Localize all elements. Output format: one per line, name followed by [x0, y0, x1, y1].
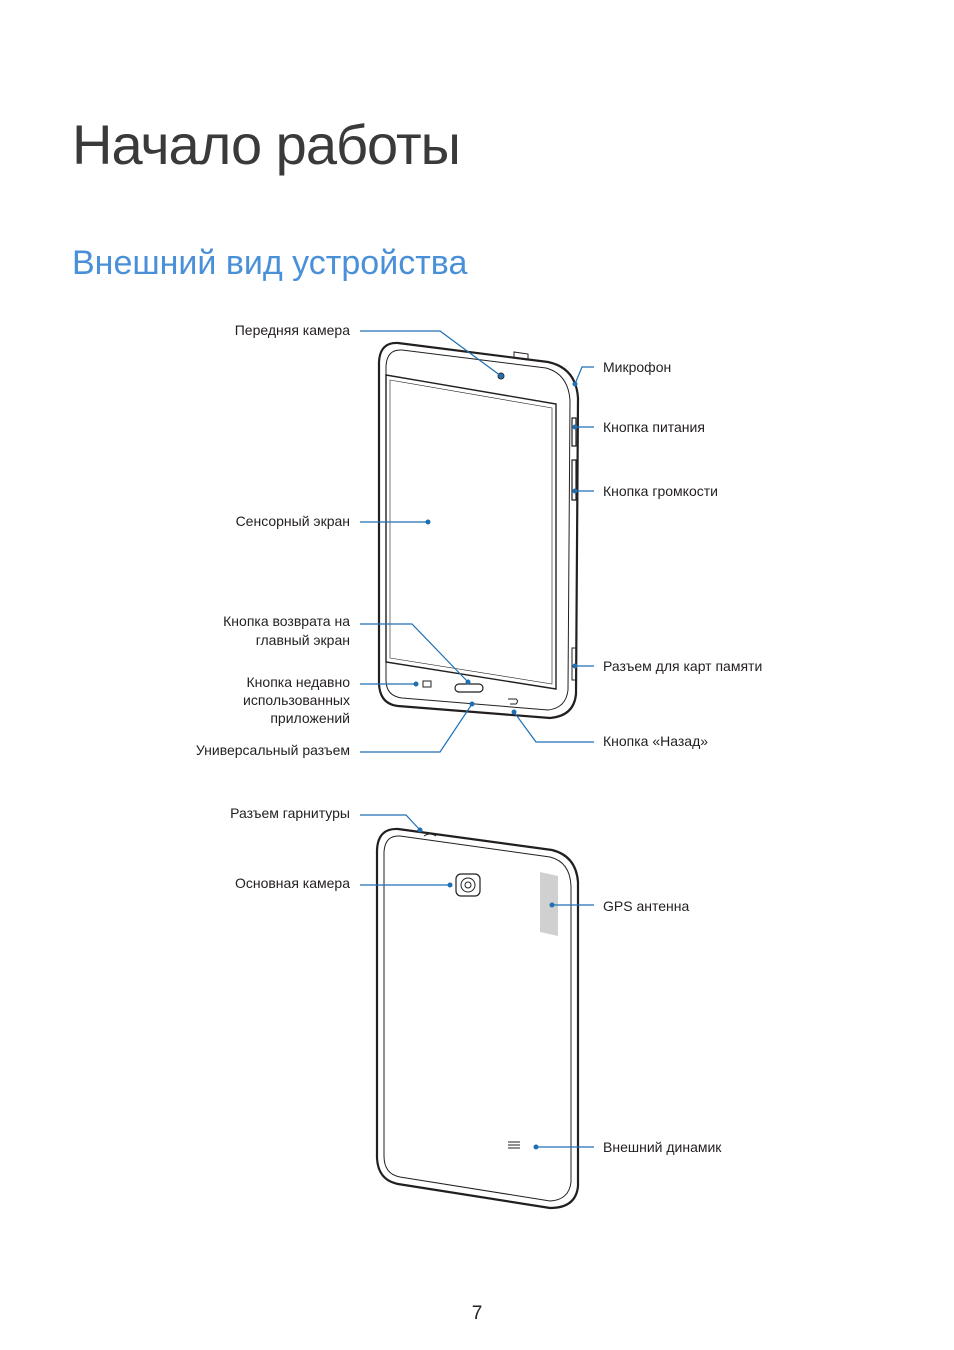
callout-lines — [360, 330, 594, 1148]
gps-antenna-area — [540, 872, 558, 936]
chapter-title: Начало работы — [72, 113, 461, 176]
label-gps-antenna: GPS антенна — [603, 898, 690, 914]
label-front-camera: Передняя камера — [234, 322, 350, 338]
recent-apps-icon — [422, 680, 432, 688]
label-touch-screen: Сенсорный экран — [235, 513, 350, 529]
page-number: 7 — [471, 1303, 483, 1324]
speaker-icon — [508, 1141, 520, 1149]
label-home-button-line1: Кнопка возврата на — [223, 613, 350, 629]
label-back-button: Кнопка «Назад» — [603, 733, 709, 749]
front-camera-icon — [497, 372, 505, 380]
tablet-back-view — [375, 827, 580, 1210]
section-title: Внешний вид устройства — [72, 244, 468, 282]
home-button-icon — [454, 683, 484, 693]
callout-dots — [413, 373, 578, 1150]
label-microphone: Микрофон — [603, 359, 672, 375]
label-volume-button: Кнопка громкости — [603, 483, 718, 499]
label-speaker: Внешний динамик — [603, 1139, 722, 1155]
label-headset-jack: Разъем гарнитуры — [230, 805, 350, 821]
back-icon — [508, 698, 518, 705]
label-memory-card-slot: Разъем для карт памяти — [603, 658, 763, 674]
label-recent-apps-line2: использованных — [243, 692, 350, 708]
label-power-button: Кнопка питания — [603, 419, 705, 435]
label-rear-camera: Основная камера — [234, 875, 350, 891]
label-recent-apps-line1: Кнопка недавно — [246, 674, 350, 690]
label-home-button-line2: главный экран — [255, 632, 350, 648]
rear-camera-icon — [455, 873, 481, 897]
label-recent-apps-line3: приложений — [270, 710, 350, 726]
label-multipurpose-jack: Универсальный разъем — [195, 742, 350, 758]
tablet-front-view — [377, 341, 580, 720]
